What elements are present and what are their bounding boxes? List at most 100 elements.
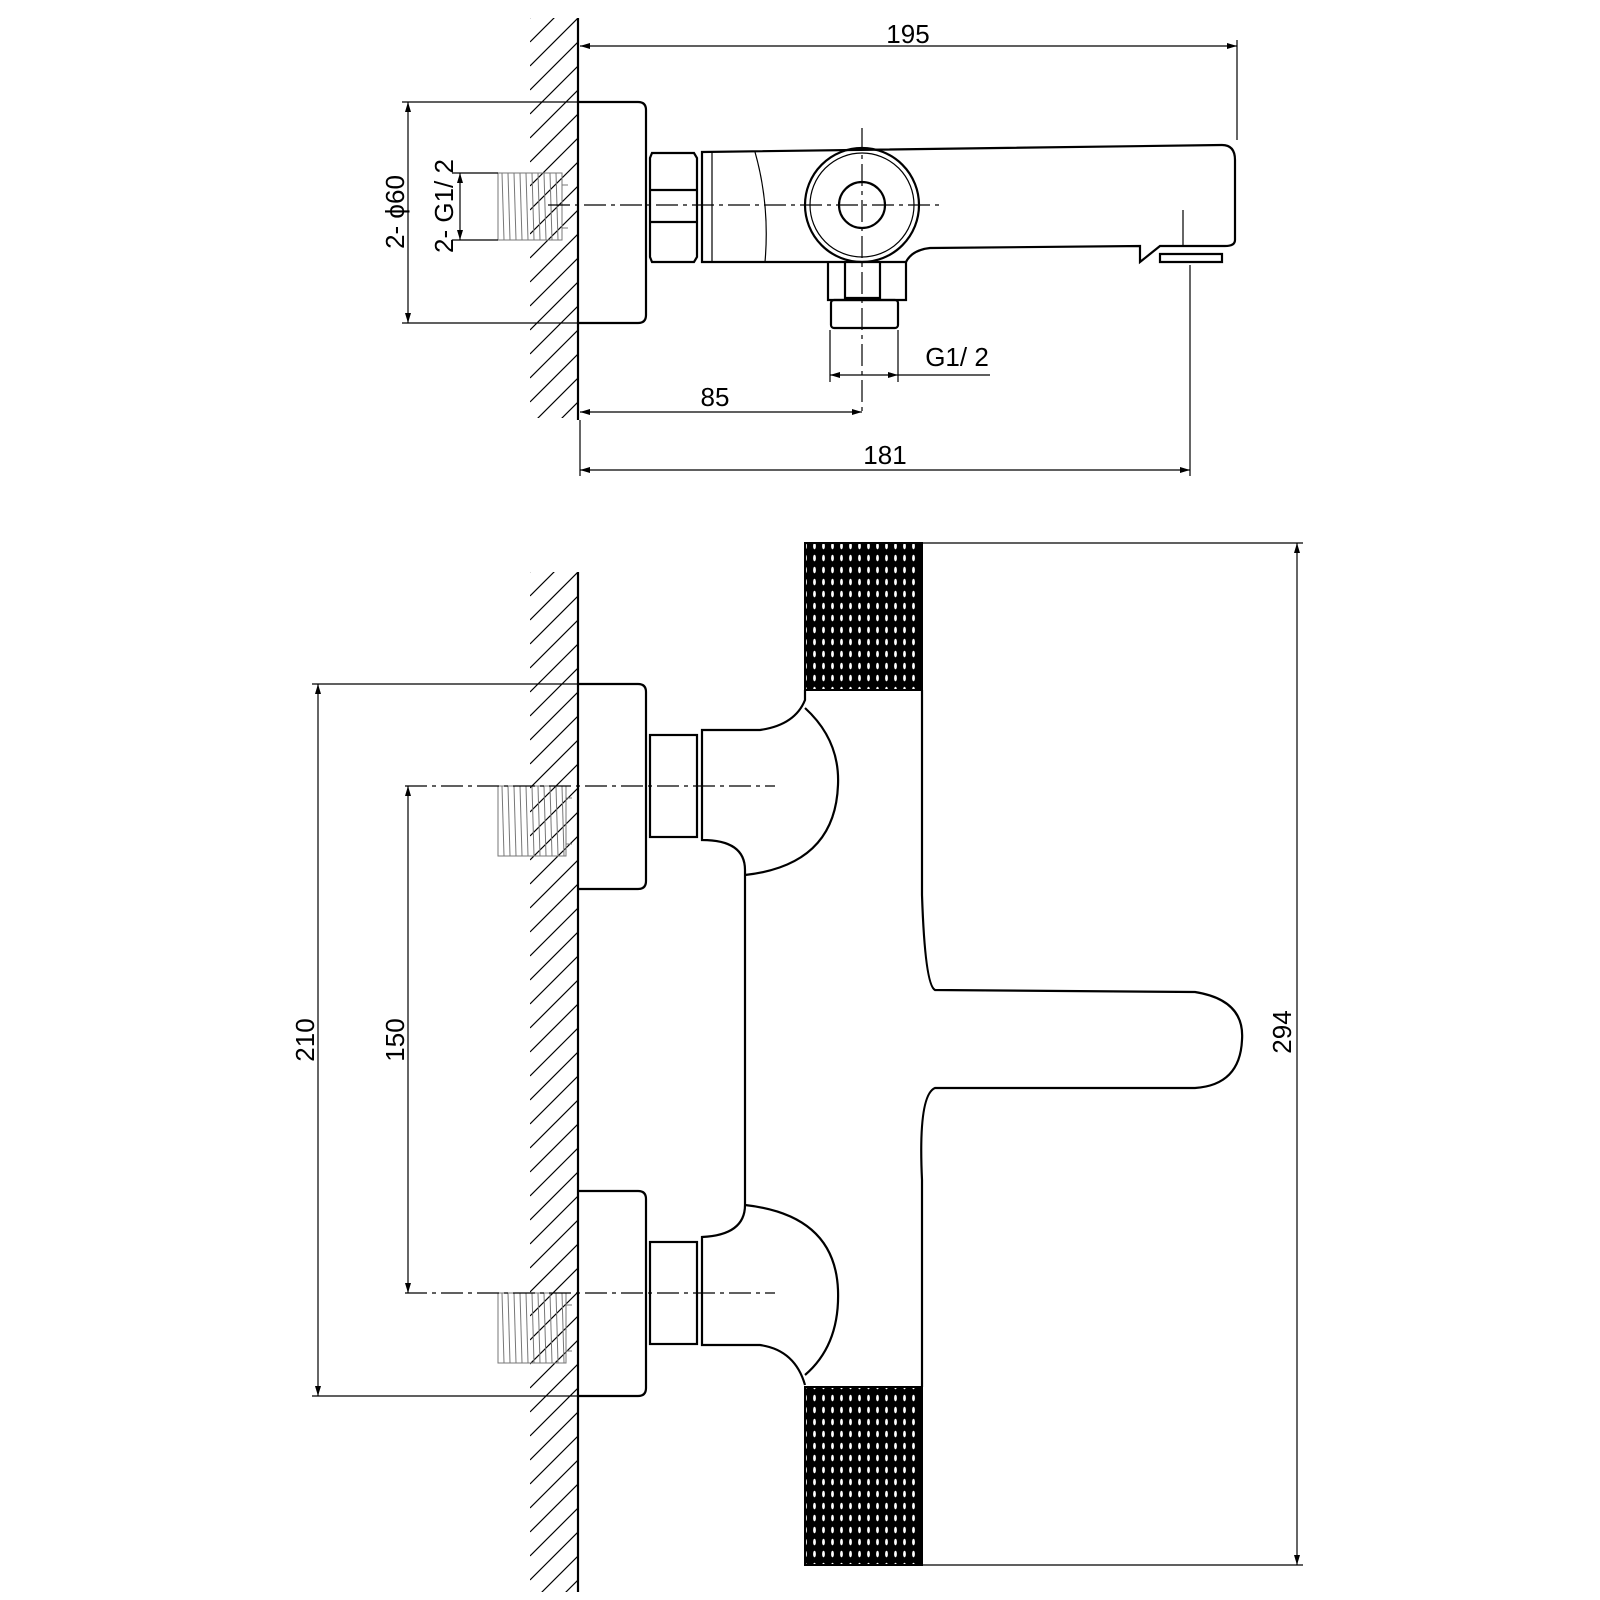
dim-210-label: 210	[290, 1018, 320, 1061]
hatch-line	[530, 595, 578, 645]
thread-line	[555, 1292, 559, 1364]
thread-line	[513, 785, 517, 857]
hatch-line	[530, 426, 578, 474]
hatch-line	[530, 931, 578, 981]
hatch-line	[530, 233, 578, 283]
thread-line	[561, 1292, 565, 1364]
thread-line	[501, 785, 505, 857]
hatch-line	[530, 1291, 578, 1341]
thread-line	[531, 1292, 535, 1364]
thread-line	[531, 172, 535, 241]
top-view: 195 2- ϕ60 2- G1/ 2 G1/ 2 85 181	[380, 18, 1238, 476]
hatch-line	[530, 137, 578, 187]
hatch-line	[530, 763, 578, 813]
hatch-line	[530, 572, 531, 573]
hatch-line	[530, 353, 578, 403]
knurled-handle-bottom	[804, 1386, 923, 1566]
hatch-line	[530, 1363, 578, 1413]
dim-85-label: 85	[701, 382, 730, 412]
thread-line	[519, 1292, 523, 1364]
hatch-line	[530, 305, 578, 355]
inlet-elbow-upper	[744, 707, 840, 877]
hatch-line	[530, 1531, 578, 1581]
thread-line	[561, 785, 565, 857]
hatch-line	[530, 955, 578, 1005]
hatch-line	[530, 572, 555, 597]
wall-hatch-front	[530, 572, 578, 1592]
hatch-line	[530, 1123, 578, 1173]
hatch-line	[530, 1267, 578, 1317]
thread-line	[507, 172, 511, 241]
hatch-line	[530, 787, 578, 837]
hatch-line	[530, 113, 578, 163]
hatch-line	[530, 1099, 578, 1149]
hatch-line	[530, 1315, 578, 1365]
hatch-line	[530, 1219, 578, 1269]
thread-line	[555, 172, 559, 241]
hatch-line	[530, 65, 578, 115]
hatch-line	[530, 1459, 578, 1509]
hatch-line	[561, 401, 578, 418]
knurled-handle-top	[804, 542, 923, 691]
hatch-line	[530, 18, 531, 19]
thread-line	[501, 172, 505, 241]
dim-150-label: 150	[380, 1018, 410, 1061]
flange-lower	[578, 1189, 648, 1398]
hatch-line	[530, 1075, 578, 1125]
thread-line	[549, 1292, 553, 1364]
dim-294-label: 294	[1267, 1010, 1297, 1053]
thread-line	[525, 1292, 529, 1364]
hatch-line	[530, 1387, 578, 1437]
thread-line	[537, 785, 541, 857]
thread-line	[519, 785, 523, 857]
hatch-line	[541, 1555, 578, 1592]
dim-195-label: 195	[886, 19, 929, 49]
thread-line	[543, 172, 547, 241]
hatch-line	[530, 185, 578, 235]
hatch-line	[530, 18, 555, 43]
body-detail	[711, 151, 767, 263]
hatch-line	[530, 329, 578, 379]
thread-line	[525, 785, 529, 857]
thread-line	[537, 172, 541, 241]
hatch-line	[530, 811, 578, 861]
inlet-thread	[497, 172, 568, 241]
thread-line	[507, 785, 511, 857]
hatch-line	[565, 1579, 578, 1592]
thread-outline	[497, 172, 563, 241]
hatch-line	[530, 1507, 578, 1557]
flange-upper	[578, 682, 648, 891]
hatch-line	[530, 739, 578, 789]
thread-line	[519, 172, 523, 241]
dim-phi60-label: 2- ϕ60	[380, 175, 410, 249]
wall-flange	[578, 100, 648, 325]
spout-outlet	[1158, 252, 1224, 264]
hatch-line	[530, 89, 578, 139]
hatch-line	[530, 667, 578, 717]
hatch-line	[530, 979, 578, 1029]
hatch-line	[530, 572, 578, 621]
dim-181-label: 181	[863, 440, 906, 470]
thread-line	[543, 1292, 547, 1364]
hatch-line	[530, 18, 578, 67]
inlet-threads	[497, 785, 572, 1364]
hatch-line	[530, 715, 578, 765]
front-view: 210 150 294	[290, 542, 1303, 1592]
thread-line	[513, 1292, 517, 1364]
hatch-line	[530, 619, 578, 669]
thread-line	[543, 785, 547, 857]
dim-outlet-thread-label: G1/ 2	[925, 342, 989, 372]
hatch-line	[530, 1411, 578, 1461]
hatch-line	[530, 859, 578, 909]
hatch-line	[530, 1435, 578, 1485]
wall-hatch-top	[530, 18, 578, 474]
hatch-line	[530, 1195, 578, 1245]
hatch-line	[530, 691, 578, 741]
diverter-body	[826, 262, 908, 302]
hatch-line	[530, 1243, 578, 1293]
hatch-line	[530, 883, 578, 933]
hatch-line	[530, 835, 578, 885]
hatch-line	[530, 643, 578, 693]
